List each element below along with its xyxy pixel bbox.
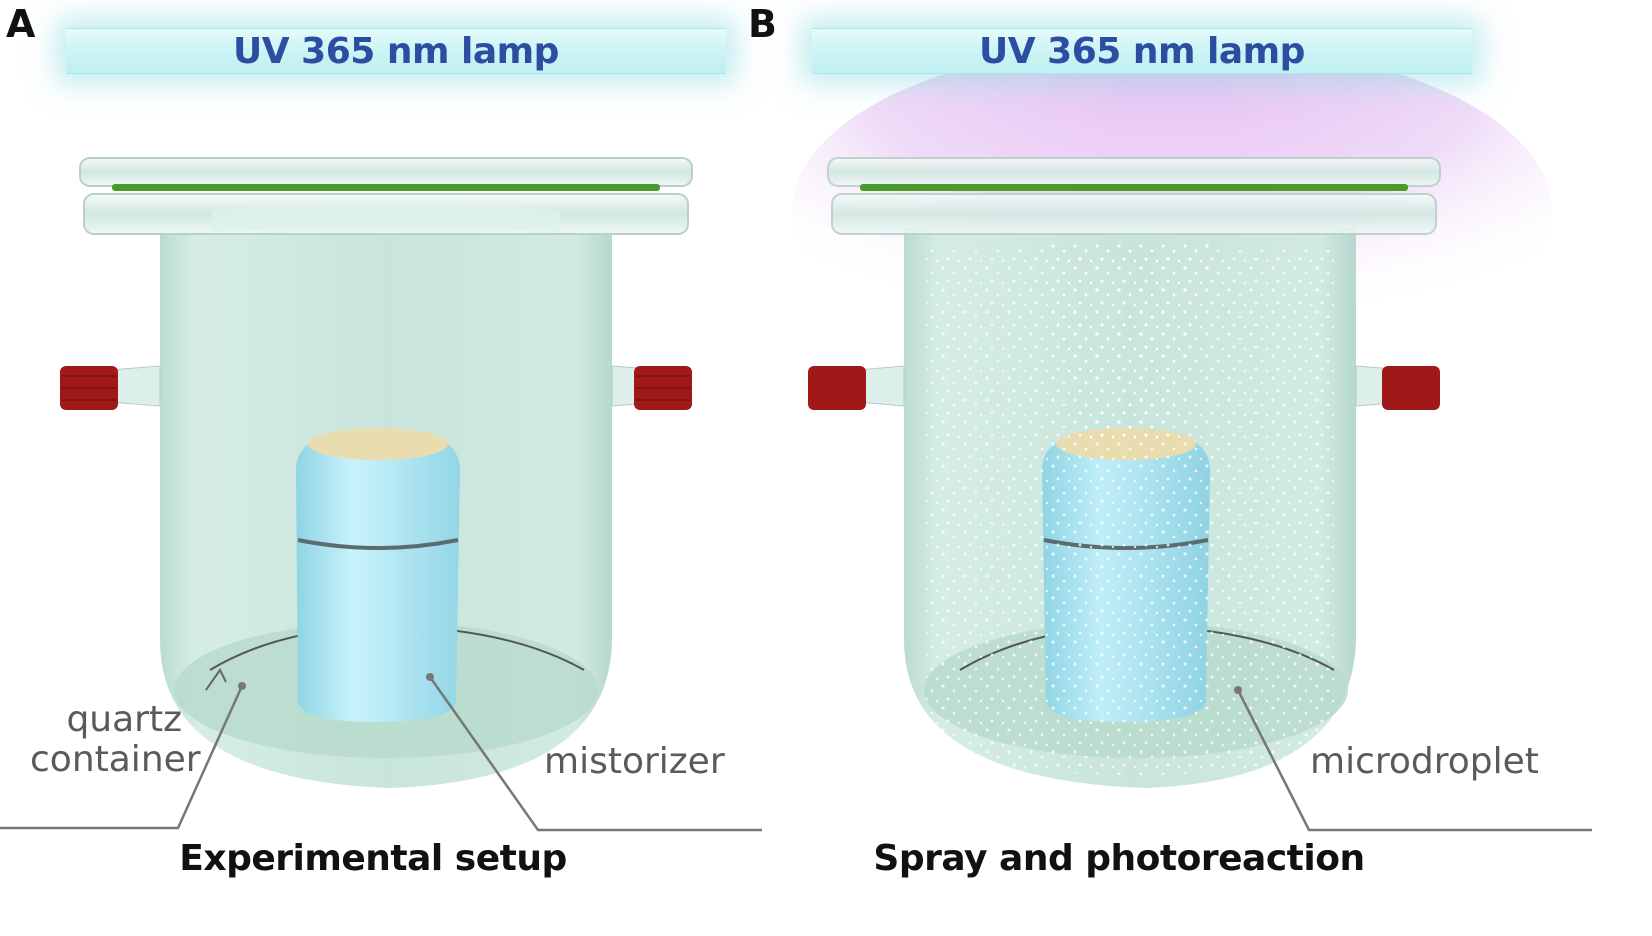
panel-b: B [748, 0, 1612, 936]
uv-lamp-b: UV 365 nm lamp [812, 28, 1472, 74]
callout-microdroplet: microdroplet [1310, 741, 1539, 782]
callout-quartz-line1: quartz [66, 699, 182, 740]
callout-quartz-container: quartz container [30, 699, 201, 780]
caption-b: Spray and photoreaction [873, 838, 1365, 879]
panel-a: A UV 365 nm lamp [0, 2, 762, 879]
panel-letter-a: A [6, 2, 36, 46]
callout-quartz-line2: container [30, 739, 201, 780]
callout-mistorizer: mistorizer [544, 741, 725, 782]
reactor-illustration-b [792, 40, 1592, 832]
microdroplet-cloud [926, 250, 1336, 775]
uv-lamp-label-b: UV 365 nm lamp [979, 30, 1305, 72]
reactor-illustration-a [0, 157, 762, 832]
uv-lamp-label-a: UV 365 nm lamp [233, 30, 559, 72]
uv-lamp-a: UV 365 nm lamp [66, 28, 726, 74]
caption-a: Experimental setup [179, 838, 567, 879]
green-gasket [112, 184, 660, 191]
mistorizer [296, 428, 460, 722]
panel-letter-b: B [748, 2, 777, 46]
